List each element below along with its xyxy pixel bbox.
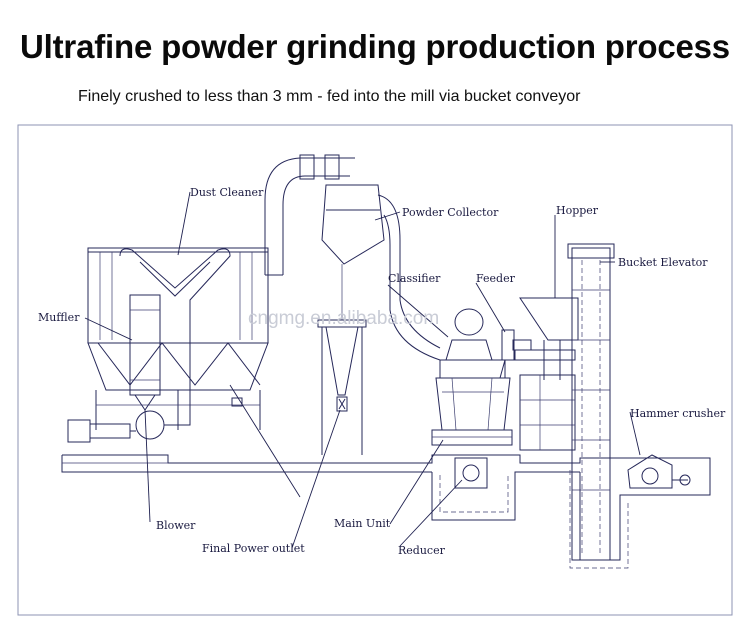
- main-unit: [431, 308, 513, 446]
- reducer: [454, 457, 488, 489]
- inlet-duct: [119, 248, 231, 395]
- label-main-unit: Main Unit: [334, 517, 391, 530]
- page-subtitle: Finely crushed to less than 3 mm - fed i…: [78, 88, 581, 105]
- label-dust-cleaner: Dust Cleaner: [190, 186, 264, 199]
- watermark: cngmg.en.alibaba.com: [248, 308, 439, 329]
- label-classifier: Classifier: [388, 272, 441, 285]
- ground-slab: [61, 454, 711, 569]
- leader-lines: [84, 191, 641, 549]
- label-muffler: Muffler: [38, 311, 80, 324]
- label-bucket-elevator: Bucket Elevator: [618, 256, 708, 269]
- label-reducer: Reducer: [398, 544, 446, 557]
- hammer-crusher: [627, 454, 691, 489]
- label-final-power-outlet: Final Power outlet: [202, 542, 305, 555]
- collector-duct: [264, 154, 355, 276]
- powder-collector: [317, 184, 385, 455]
- label-powder-collector: Powder Collector: [402, 206, 499, 219]
- label-hopper: Hopper: [556, 204, 599, 217]
- bucket-elevator: [567, 243, 615, 561]
- label-hammer-crusher: Hammer crusher: [630, 407, 726, 420]
- label-feeder: Feeder: [476, 272, 516, 285]
- page-title: Ultrafine powder grinding production pro…: [20, 28, 730, 65]
- classifier-duct: [377, 194, 441, 361]
- dust-cleaner: [87, 247, 269, 430]
- blower: [67, 395, 191, 443]
- muffler: [129, 294, 161, 411]
- label-blower: Blower: [156, 519, 196, 532]
- diagram-frame: [17, 124, 733, 616]
- hopper: [514, 297, 579, 451]
